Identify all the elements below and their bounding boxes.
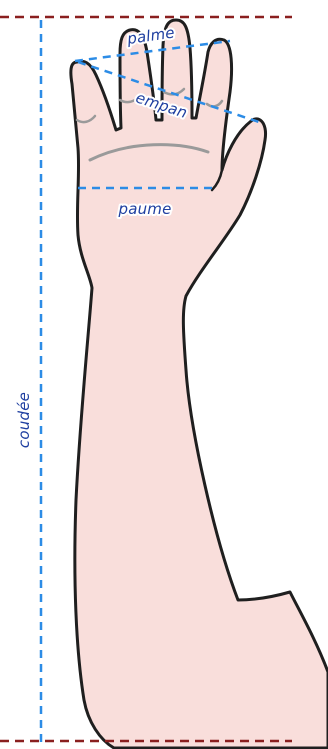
coudee-label: coudée (15, 392, 33, 448)
paume-label: paume (117, 200, 171, 218)
arm-silhouette (71, 20, 328, 748)
arm-illustration (71, 20, 328, 748)
